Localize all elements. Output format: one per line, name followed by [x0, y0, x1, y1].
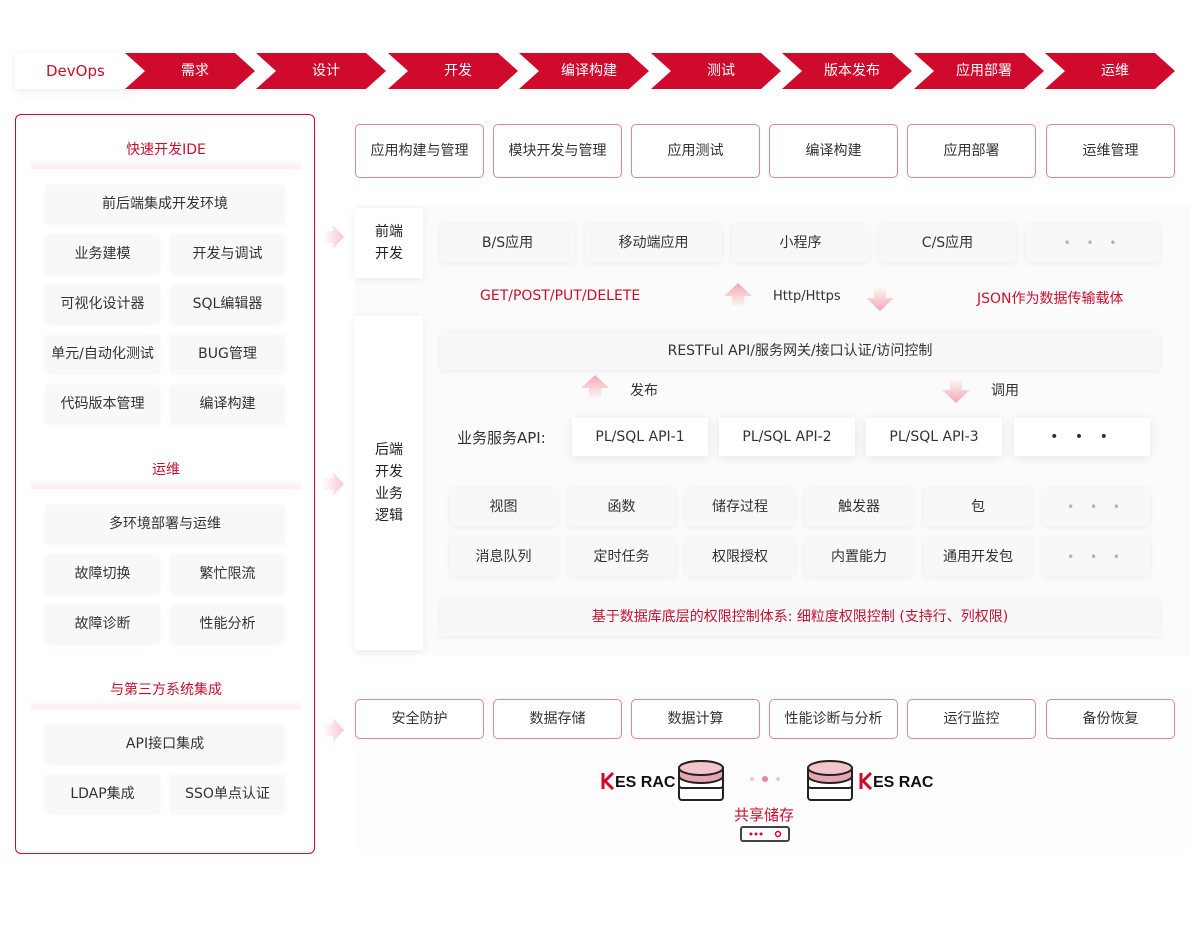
payload-format: JSON作为数据传输载体: [977, 291, 1124, 307]
ops-section-title: 运维: [31, 451, 301, 489]
bottom-module: 运行监控: [907, 699, 1036, 739]
ide-item: 业务建模: [46, 235, 159, 273]
stage-deploy: 应用部署: [914, 53, 1044, 89]
transport-protocol: Http/Https: [773, 289, 841, 304]
bottom-module: 数据存储: [493, 699, 622, 739]
backend-label-line: 后端: [375, 442, 403, 458]
capability: 内置能力: [805, 538, 913, 576]
top-module: 运维管理: [1046, 124, 1175, 178]
top-module: 模块开发与管理: [493, 124, 622, 178]
capability: 通用开发包: [924, 538, 1032, 576]
api-item: PL/SQL API-1: [572, 418, 708, 456]
db-object-more: • • •: [1043, 488, 1150, 526]
business-api-label: 业务服务API:: [457, 429, 546, 447]
ide-item: SQL编辑器: [171, 285, 284, 323]
backend-label: 后端 开发 业务 逻辑: [355, 316, 423, 650]
bottom-module: 安全防护: [355, 699, 484, 739]
ops-item: 性能分析: [171, 605, 284, 643]
ide-item: 开发与调试: [171, 235, 284, 273]
stage-operations: 运维: [1045, 53, 1175, 89]
bottom-module: 备份恢复: [1046, 699, 1175, 739]
ide-item: 可视化设计器: [46, 285, 159, 323]
db-object: 视图: [450, 488, 557, 526]
http-methods: GET/POST/PUT/DELETE: [480, 288, 641, 304]
db-object: 触发器: [805, 488, 913, 526]
ops-item: 故障切换: [46, 555, 159, 593]
ops-full-item: 多环境部署与运维: [46, 505, 284, 543]
frontend-label-line: 前端: [375, 224, 403, 240]
connector-arrow-icon: [322, 472, 344, 496]
kesrac-logo-right: ES RAC: [859, 771, 933, 791]
bottom-module: 数据计算: [631, 699, 760, 739]
connection-dots-icon: [750, 776, 780, 782]
ide-item: 代码版本管理: [46, 385, 159, 423]
stage-release: 版本发布: [782, 53, 912, 89]
capability: 权限授权: [686, 538, 794, 576]
top-module: 编译构建: [769, 124, 898, 178]
frontend-item: 小程序: [732, 224, 869, 262]
integration-section-title: 与第三方系统集成: [31, 671, 301, 709]
storage-device-icon: [740, 826, 790, 842]
stage-requirement: 需求: [125, 53, 255, 89]
capability-more: • • •: [1043, 538, 1150, 576]
frontend-label: 前端 开发: [355, 208, 423, 278]
capability: 消息队列: [450, 538, 557, 576]
backend-label-line: 开发: [375, 464, 403, 480]
stage-develop: 开发: [388, 53, 518, 89]
db-object: 包: [924, 488, 1032, 526]
db-object: 函数: [568, 488, 675, 526]
stage-build: 编译构建: [519, 53, 649, 89]
security-layer: 基于数据库底层的权限控制体系: 细粒度权限控制 (支持行、列权限): [440, 598, 1160, 636]
frontend-more: • • •: [1026, 224, 1160, 262]
kesrac-logo-left: ES RAC: [601, 771, 675, 791]
stage-design: 设计: [256, 53, 386, 89]
ide-item: 编译构建: [171, 385, 284, 423]
svg-text:ES RAC: ES RAC: [873, 774, 933, 791]
ide-full-item: 前后端集成开发环境: [46, 185, 284, 223]
ide-item: 单元/自动化测试: [46, 335, 159, 373]
top-module: 应用部署: [907, 124, 1036, 178]
capability: 定时任务: [568, 538, 675, 576]
svg-text:ES RAC: ES RAC: [615, 774, 675, 791]
shared-storage-label: 共享储存: [734, 806, 795, 824]
integration-full-item: API接口集成: [46, 725, 284, 763]
frontend-item: 移动端应用: [585, 224, 722, 262]
api-item: PL/SQL API-2: [719, 418, 855, 456]
top-module: 应用测试: [631, 124, 760, 178]
ops-item: 故障诊断: [46, 605, 159, 643]
db-object: 储存过程: [686, 488, 794, 526]
invoke-label: 调用: [991, 383, 1019, 399]
frontend-item: B/S应用: [440, 224, 575, 262]
ide-section-title: 快速开发IDE: [31, 131, 301, 169]
backend-label-line: 业务: [375, 486, 403, 502]
ops-item: 繁忙限流: [171, 555, 284, 593]
stage-test: 测试: [651, 53, 781, 89]
backend-label-line: 逻辑: [375, 508, 403, 524]
database-icon: [678, 760, 724, 801]
api-gateway: RESTFul API/服务网关/接口认证/访问控制: [440, 332, 1160, 370]
connector-arrow-icon: [322, 225, 344, 249]
frontend-label-line: 开发: [375, 246, 403, 262]
database-icon: [807, 760, 853, 801]
frontend-item: C/S应用: [879, 224, 1016, 262]
devops-label: DevOps: [15, 53, 140, 89]
integration-item: SSO单点认证: [171, 775, 284, 813]
integration-item: LDAP集成: [46, 775, 159, 813]
left-panel: 快速开发IDE 前后端集成开发环境 业务建模 开发与调试 可视化设计器 SQL编…: [15, 114, 315, 854]
connector-arrow-icon: [322, 718, 344, 742]
devops-pipeline: DevOps 需求 设计 开发 编译构建 测试 版本发布 应用部署 运维: [15, 45, 1190, 97]
ide-item: BUG管理: [171, 335, 284, 373]
top-module: 应用构建与管理: [355, 124, 484, 178]
publish-label: 发布: [630, 383, 658, 399]
api-item: PL/SQL API-3: [866, 418, 1002, 456]
api-more: • • •: [1014, 418, 1150, 456]
bottom-module: 性能诊断与分析: [769, 699, 898, 739]
